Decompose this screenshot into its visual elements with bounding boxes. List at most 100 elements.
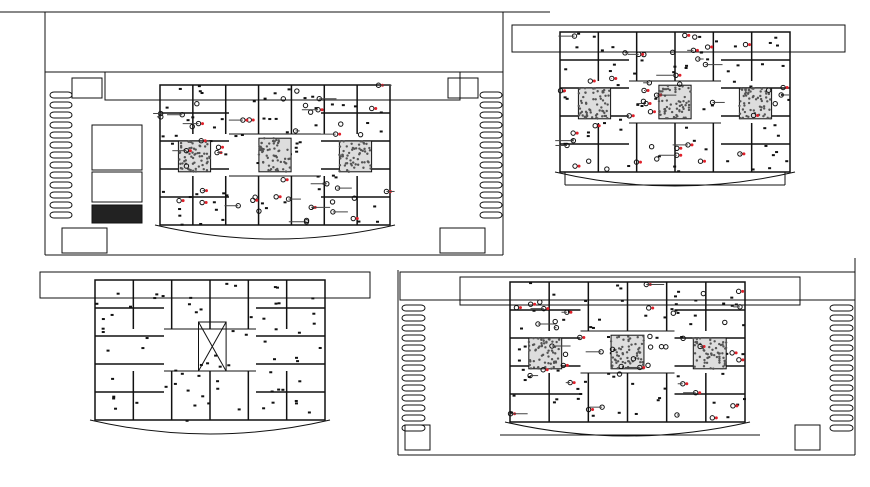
light-fixture bbox=[256, 208, 262, 214]
hatch-dot bbox=[273, 140, 276, 143]
hatch-dot bbox=[767, 92, 771, 96]
hatch-dot bbox=[759, 97, 763, 101]
wall-stub bbox=[577, 32, 581, 35]
plan-bottom-left bbox=[39, 271, 371, 435]
wall-stub bbox=[341, 104, 345, 107]
hatch-dot bbox=[606, 117, 609, 120]
light-fixture bbox=[682, 32, 688, 39]
road-banner bbox=[104, 71, 461, 101]
hatch-dot bbox=[191, 142, 194, 145]
hatch-dot bbox=[368, 146, 371, 150]
wall-stub bbox=[294, 146, 298, 149]
hatch-dot bbox=[538, 345, 541, 348]
parking-bay bbox=[479, 191, 503, 199]
hatch-dot bbox=[271, 159, 275, 162]
wall-stub bbox=[153, 297, 157, 300]
hatch-dot bbox=[693, 352, 697, 355]
wall-stub bbox=[674, 303, 678, 306]
parking-bay bbox=[479, 141, 503, 149]
hatch-dot bbox=[188, 146, 191, 150]
wall-stub bbox=[212, 126, 216, 129]
hatch-dot bbox=[582, 95, 585, 99]
wall-stub bbox=[619, 287, 623, 290]
hatch-dot bbox=[687, 100, 690, 103]
wall-stub bbox=[161, 190, 165, 193]
hatch-dot bbox=[200, 154, 204, 158]
hatch-dot bbox=[621, 353, 625, 356]
light-fixture bbox=[572, 163, 578, 169]
switch-marker bbox=[575, 131, 579, 135]
hatch-dot bbox=[665, 99, 669, 102]
parking-bay bbox=[829, 394, 854, 402]
wall-stub bbox=[640, 59, 644, 62]
hatch-dot bbox=[698, 337, 702, 340]
hatch-dot bbox=[278, 149, 281, 152]
hatch-dot bbox=[674, 88, 677, 91]
switch-marker bbox=[251, 118, 255, 122]
wall-stub bbox=[270, 390, 274, 393]
corner-room bbox=[404, 424, 431, 451]
wall-stub bbox=[273, 358, 277, 361]
hatch-dot bbox=[694, 341, 697, 344]
light-fixture bbox=[630, 356, 637, 362]
switch-marker bbox=[714, 416, 718, 420]
light-fixture bbox=[772, 100, 778, 107]
light-fixture bbox=[677, 81, 683, 87]
switch-marker bbox=[338, 132, 342, 136]
parking-bay bbox=[49, 111, 73, 119]
hatch-dot bbox=[589, 111, 592, 114]
hatch-dot bbox=[687, 103, 691, 107]
wall-stub bbox=[584, 299, 588, 302]
wall-stub bbox=[273, 286, 277, 289]
wall-stub bbox=[768, 167, 772, 170]
hatch-dot bbox=[360, 140, 364, 143]
hatch-dot bbox=[580, 101, 583, 105]
wall-stub bbox=[189, 296, 193, 299]
wall-stub bbox=[224, 153, 228, 156]
wall-stub bbox=[598, 318, 602, 321]
light-fixture bbox=[350, 215, 356, 222]
wall-stub bbox=[274, 117, 278, 120]
hatch-dot bbox=[585, 114, 589, 118]
wall-stub bbox=[736, 64, 740, 67]
wall-stub bbox=[673, 165, 677, 168]
hatch-dot bbox=[619, 357, 622, 360]
light-fixture bbox=[640, 98, 647, 105]
light-fixture bbox=[700, 290, 707, 297]
switch-marker bbox=[518, 306, 522, 310]
switch-marker bbox=[710, 45, 714, 49]
hatch-dot bbox=[189, 168, 192, 172]
hatch-dot bbox=[675, 102, 678, 105]
wall-stub bbox=[510, 411, 514, 414]
wall-stub bbox=[214, 354, 218, 357]
hatch-dot bbox=[276, 144, 279, 147]
hatch-dot bbox=[610, 360, 613, 364]
hatch-dot bbox=[557, 347, 560, 351]
wall-stub bbox=[764, 144, 768, 147]
wall-stub bbox=[555, 398, 559, 401]
wall-stub bbox=[527, 375, 531, 378]
switch-marker bbox=[785, 86, 789, 90]
hatch-dot bbox=[709, 338, 712, 342]
light-fixture bbox=[674, 145, 680, 151]
hatch-dot bbox=[747, 101, 751, 105]
hatch-dot bbox=[196, 151, 199, 155]
hatch-dot bbox=[762, 114, 765, 118]
hatch-dot bbox=[260, 150, 264, 154]
hatch-dot bbox=[750, 87, 754, 90]
hatch-dot bbox=[194, 148, 197, 151]
switch-marker bbox=[563, 89, 567, 93]
hatch-dot bbox=[531, 343, 535, 347]
hatch-dot bbox=[626, 356, 629, 360]
light-fixture bbox=[198, 138, 204, 144]
hatch-dot bbox=[583, 87, 587, 90]
wall-stub bbox=[619, 128, 623, 131]
hatch-dot bbox=[709, 367, 712, 370]
hatch-dot bbox=[540, 342, 543, 345]
switch-marker bbox=[651, 306, 655, 310]
hatch-dot bbox=[528, 363, 532, 367]
wall-stub bbox=[110, 313, 114, 316]
wall-stub bbox=[532, 309, 536, 312]
wall-stub bbox=[523, 379, 527, 382]
wall-stub bbox=[331, 174, 335, 177]
